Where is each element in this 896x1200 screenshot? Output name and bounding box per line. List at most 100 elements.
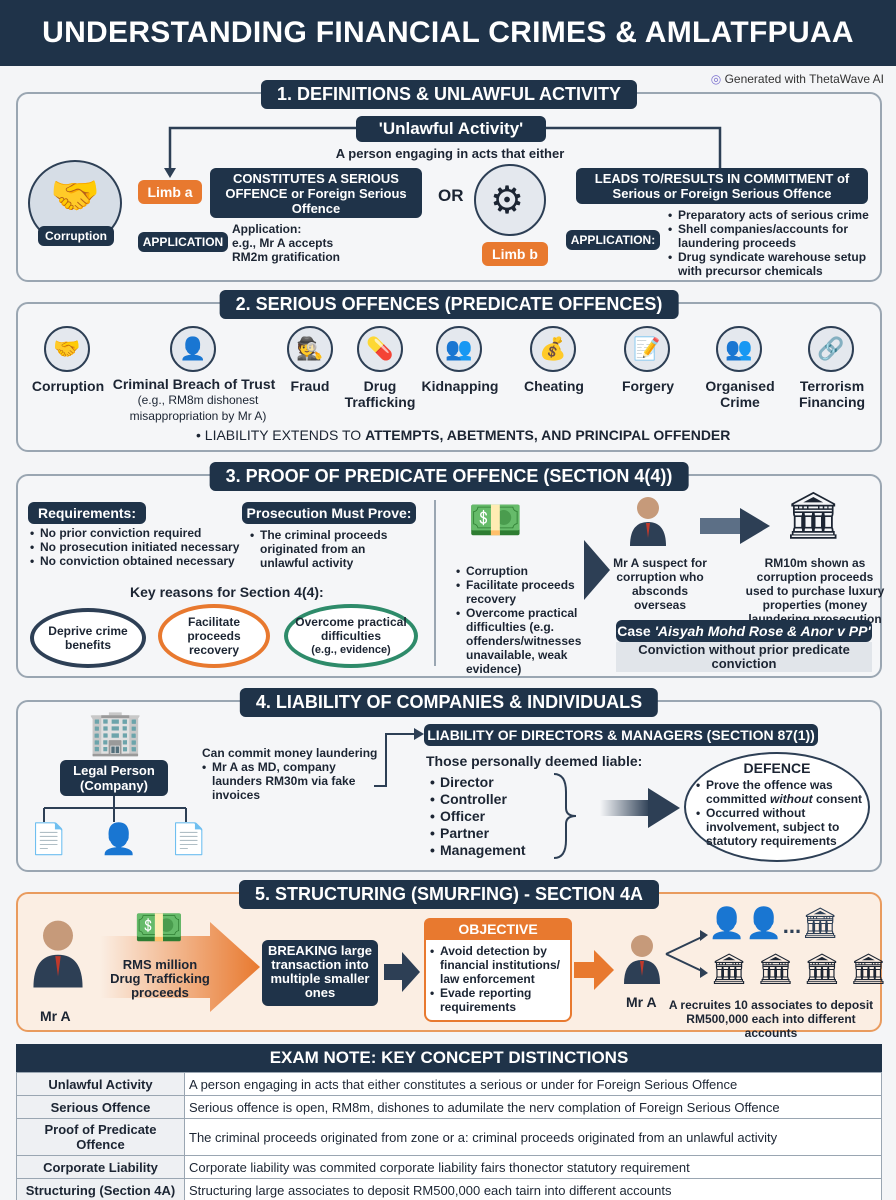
oval-deprive: Deprive crime benefits (30, 608, 146, 668)
bank-icon: 🏛 (802, 953, 841, 986)
arrow-right-icon (574, 950, 614, 990)
associate-icon: 👤 (745, 907, 783, 940)
requirement-item: No prior conviction required (30, 526, 242, 540)
limb-a-badge: Limb a (138, 180, 202, 204)
concept-value: Serious offence is open, RM8m, dishones … (184, 1095, 882, 1119)
mr-a-label: Mr A (40, 1008, 71, 1024)
banks-row: 🏛 🏛 🏛 🏛 (710, 952, 887, 987)
concept-key: Unlawful Activity (16, 1072, 185, 1096)
associate-icon: 👤 (708, 907, 746, 940)
company-building-icon: 🏢 (88, 708, 143, 757)
recruits-text: A recruites 10 associates to deposit RM5… (668, 998, 874, 1040)
or-label: OR (438, 186, 464, 205)
application-b-item: Preparatory acts of serious crime (668, 208, 878, 222)
defence-item: Occurred without involvement, subject to… (696, 806, 864, 848)
ellipsis: ... (782, 913, 802, 938)
crime-label: Terrorism Financing (798, 378, 866, 410)
branch-arrows (665, 930, 708, 978)
prosecution-list: The criminal proceeds originated from an… (250, 528, 410, 570)
application-b-item: Shell companies/accounts for laundering … (668, 222, 878, 250)
group-icon: 👥 (716, 326, 762, 372)
role-item: Officer (430, 808, 560, 825)
defence-item: Prove the offence was committed without … (696, 778, 864, 806)
handshake-icon: 🤝 (50, 174, 100, 218)
application-a-text: e.g., Mr A accepts RM2m gratification (232, 236, 341, 264)
credit-label: Generated with ThetaWave AI (724, 72, 884, 86)
concept-value: Structuring large associates to deposit … (184, 1178, 882, 1200)
concept-value: A person engaging in acts that either co… (184, 1072, 882, 1096)
liability-prefix: • LIABILITY EXTENDS TO (196, 427, 366, 443)
crime-label: Corruption (31, 378, 105, 394)
concept-key: Structuring (Section 4A) (16, 1178, 185, 1200)
requirement-item: No prosecution initiated necessary (30, 540, 242, 554)
crime-label: Kidnapping (421, 378, 499, 394)
concept-value: Corporate liability was commited corpora… (184, 1155, 882, 1179)
sparkle-icon: ◎ (710, 72, 722, 86)
crime-label: Cheating (524, 378, 584, 394)
case-name: 'Aisyah Mohd Rose & Anor v PP' (654, 623, 871, 639)
prosecution-item: The criminal proceeds originated from an… (250, 528, 410, 570)
application-tag-a: APPLICATION (138, 232, 228, 252)
proceeds-text: RMS million Drug Trafficking proceeds (110, 957, 210, 1000)
gear-bug-illustration (474, 164, 546, 236)
application-b-list: Preparatory acts of serious crime Shell … (668, 208, 878, 278)
case-title: Case 'Aisyah Mohd Rose & Anor v PP' (616, 620, 872, 642)
requirements-title: Requirements: (28, 502, 146, 524)
chevron-right-icon (584, 540, 610, 600)
arrow-connector (374, 728, 424, 787)
defence-emphasis: without (770, 792, 813, 806)
constitutes-box: CONSTITUTES A SERIOUS OFFENCE or Foreign… (210, 168, 422, 218)
mid-list: Corruption Facilitate proceeds recovery … (456, 564, 586, 676)
section-3-title: 3. PROOF OF PREDICATE OFFENCE (SECTION 4… (209, 462, 689, 491)
icon-glyph: 🔗 (817, 336, 845, 361)
leads-to-box: LEADS TO/RESULTS IN COMMITMENT of Seriou… (576, 168, 868, 204)
icon-glyph: 💰 (539, 336, 567, 361)
section-5-title: 5. STRUCTURING (SMURFING) - SECTION 4A (238, 880, 660, 909)
mid-item: Overcome practical difficulties (e.g. of… (456, 606, 586, 676)
oval-text: Deprive crime benefits (48, 624, 128, 652)
can-commit-text: Can commit money laundering (202, 746, 378, 760)
section-1-title: 1. DEFINITIONS & UNLAWFUL ACTIVITY (260, 80, 638, 109)
unlawful-desc: A person engaging in acts that either (335, 146, 565, 161)
defence-title: DEFENCE (743, 760, 811, 776)
application-a: Application: e.g., Mr A accepts RM2m gra… (232, 222, 372, 264)
role-item: Director (430, 774, 560, 791)
icon-glyph: 👤 (179, 336, 207, 361)
bank-icon: 🏛 (849, 953, 888, 986)
case-prefix: Case (617, 623, 655, 639)
bank-icon: 🏛 (801, 907, 840, 940)
role-item: Management (430, 842, 560, 859)
concept-key: Proof of Predicate Offence (16, 1118, 185, 1156)
mr-a2-label: Mr A (626, 994, 657, 1010)
case-text: Conviction without prior predicate convi… (616, 642, 872, 672)
crime-label: Criminal Breach of Trust (112, 376, 276, 392)
money-hand-icon: 💵 (468, 496, 523, 545)
bank-building-icon: 🏛 (784, 489, 843, 541)
arrow-right-icon (100, 922, 260, 1012)
prosecution-title: Prosecution Must Prove: (242, 502, 416, 524)
exam-title: EXAM NOTE: KEY CONCEPT DISTINCTIONS (16, 1044, 882, 1072)
divider (434, 500, 436, 666)
deemed-text: Those personally deemed liable: (426, 753, 643, 769)
document-icon: 📄 (30, 823, 68, 856)
icon-glyph: 👥 (725, 336, 753, 361)
concept-value: The criminal proceeds originated from zo… (184, 1118, 882, 1156)
mid-item: Corruption (456, 564, 586, 578)
invoice-icon: 📄 (170, 823, 208, 856)
mr-a-person-icon (33, 920, 83, 988)
arrow-right-icon (600, 788, 680, 828)
masked-people-icon: 👥 (436, 326, 482, 372)
objective-list: Avoid detection by financial institution… (430, 944, 570, 1014)
icon-glyph: 🕵 (296, 336, 324, 361)
section-2-title: 2. SERIOUS OFFENCES (PREDICATE OFFENCES) (219, 290, 679, 319)
crime-label: Drug Trafficking (344, 378, 416, 410)
requirement-item: No conviction obtained necessary (30, 554, 242, 568)
role-item: Partner (430, 825, 560, 842)
oval-facilitate: Facilitate proceeds recovery (158, 604, 270, 668)
oval-subtext: (e.g., evidence) (311, 644, 391, 656)
arrow-right-icon (700, 508, 770, 544)
defence-list: Prove the offence was committed without … (696, 778, 864, 848)
icon-glyph: 📝 (633, 336, 661, 361)
concept-key: Corporate Liability (16, 1155, 185, 1179)
